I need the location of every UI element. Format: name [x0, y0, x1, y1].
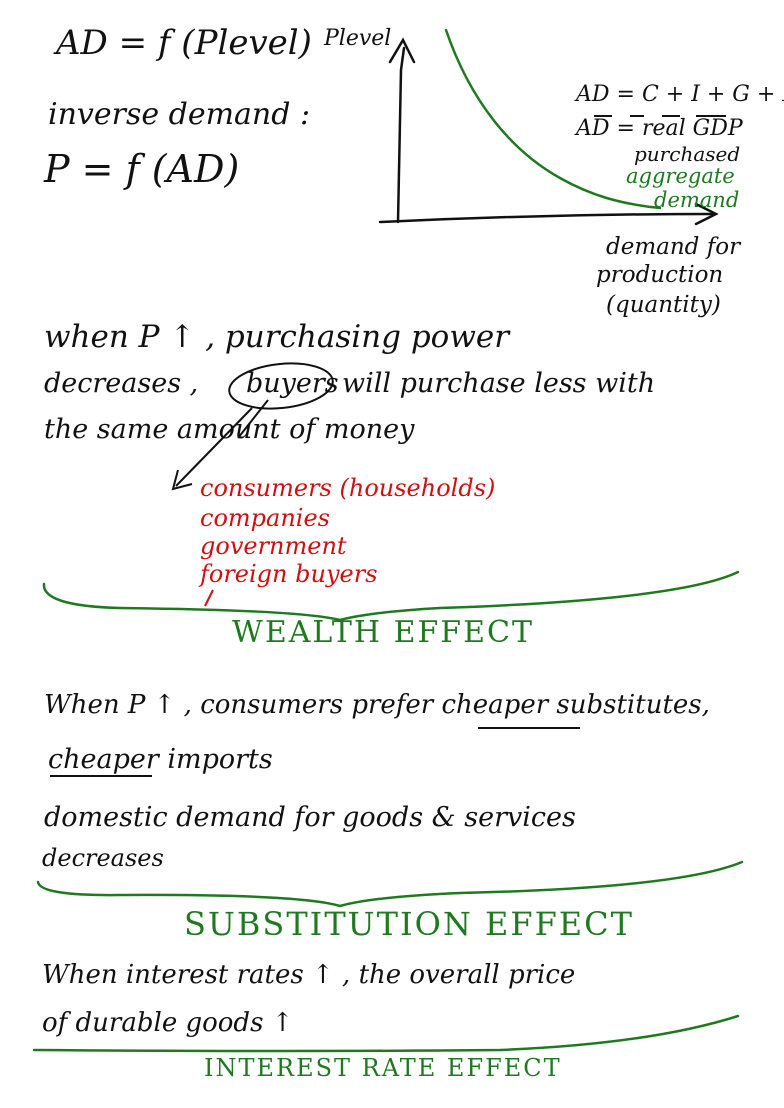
- buyer-foreign: foreign buyers: [200, 560, 378, 588]
- ad-function: AD = f (Plevel): [56, 23, 312, 63]
- y-axis-label: Plevel: [324, 26, 392, 51]
- ad-equation-purchased: purchased: [634, 142, 741, 166]
- wealth-brace: [42, 570, 740, 622]
- y-axis-arrow: [388, 37, 416, 64]
- interest-brace: [32, 1014, 740, 1053]
- interest-line-2: of durable goods ↑: [42, 1008, 294, 1038]
- substitution-line-4: decreases: [42, 844, 164, 872]
- substitution-brace: [36, 860, 744, 908]
- curve-label-demand: demand: [654, 188, 740, 212]
- buyers-circle: [228, 362, 334, 410]
- buyer-government: government: [200, 532, 347, 560]
- interest-rate-effect-title: INTEREST RATE EFFECT: [204, 1054, 562, 1082]
- wealth-line-2-end: will purchase less with: [342, 368, 656, 399]
- interest-line-1: When interest rates ↑ , the overall pric…: [42, 960, 576, 990]
- wealth-line-1: when P ↑ , purchasing power: [44, 319, 510, 355]
- substitution-line-1: When P ↑ , consumers prefer cheaper subs…: [44, 690, 710, 720]
- buyers-arrowhead: [171, 469, 193, 491]
- buyer-companies: companies: [200, 504, 330, 532]
- buyers-word: buyers: [246, 368, 339, 399]
- red-connector: [204, 589, 214, 607]
- wealth-effect-title: WEALTH EFFECT: [232, 615, 534, 650]
- x-axis: [378, 212, 714, 224]
- wealth-line-2-start: decreases ,: [44, 368, 199, 399]
- y-axis: [396, 46, 406, 224]
- ad-curve: [444, 28, 662, 210]
- inverse-demand-function: P = f (AD): [44, 147, 240, 191]
- buyers-arrow: [175, 407, 253, 487]
- x-axis-label-demand-for: demand for: [606, 234, 741, 260]
- wealth-line-3: the same amount of money: [44, 414, 415, 445]
- substitution-line-2: cheaper imports: [48, 744, 273, 775]
- x-axis-arrow: [694, 202, 719, 226]
- slash-mark: [237, 399, 269, 439]
- x-axis-label-production: production: [596, 262, 724, 288]
- curve-label-aggregate: aggregate: [626, 164, 735, 188]
- inverse-demand-label: inverse demand :: [48, 97, 311, 132]
- ad-equation-gdp: AD = real GDP: [576, 116, 743, 141]
- substitution-effect-title: SUBSTITUTION EFFECT: [184, 905, 634, 943]
- substitution-line-3: domestic demand for goods & services: [44, 802, 576, 833]
- ad-equation-components: AD = C + I + G + NX: [576, 82, 784, 107]
- x-axis-label-quantity: (quantity): [606, 292, 721, 318]
- buyer-consumers: consumers (households): [200, 474, 496, 502]
